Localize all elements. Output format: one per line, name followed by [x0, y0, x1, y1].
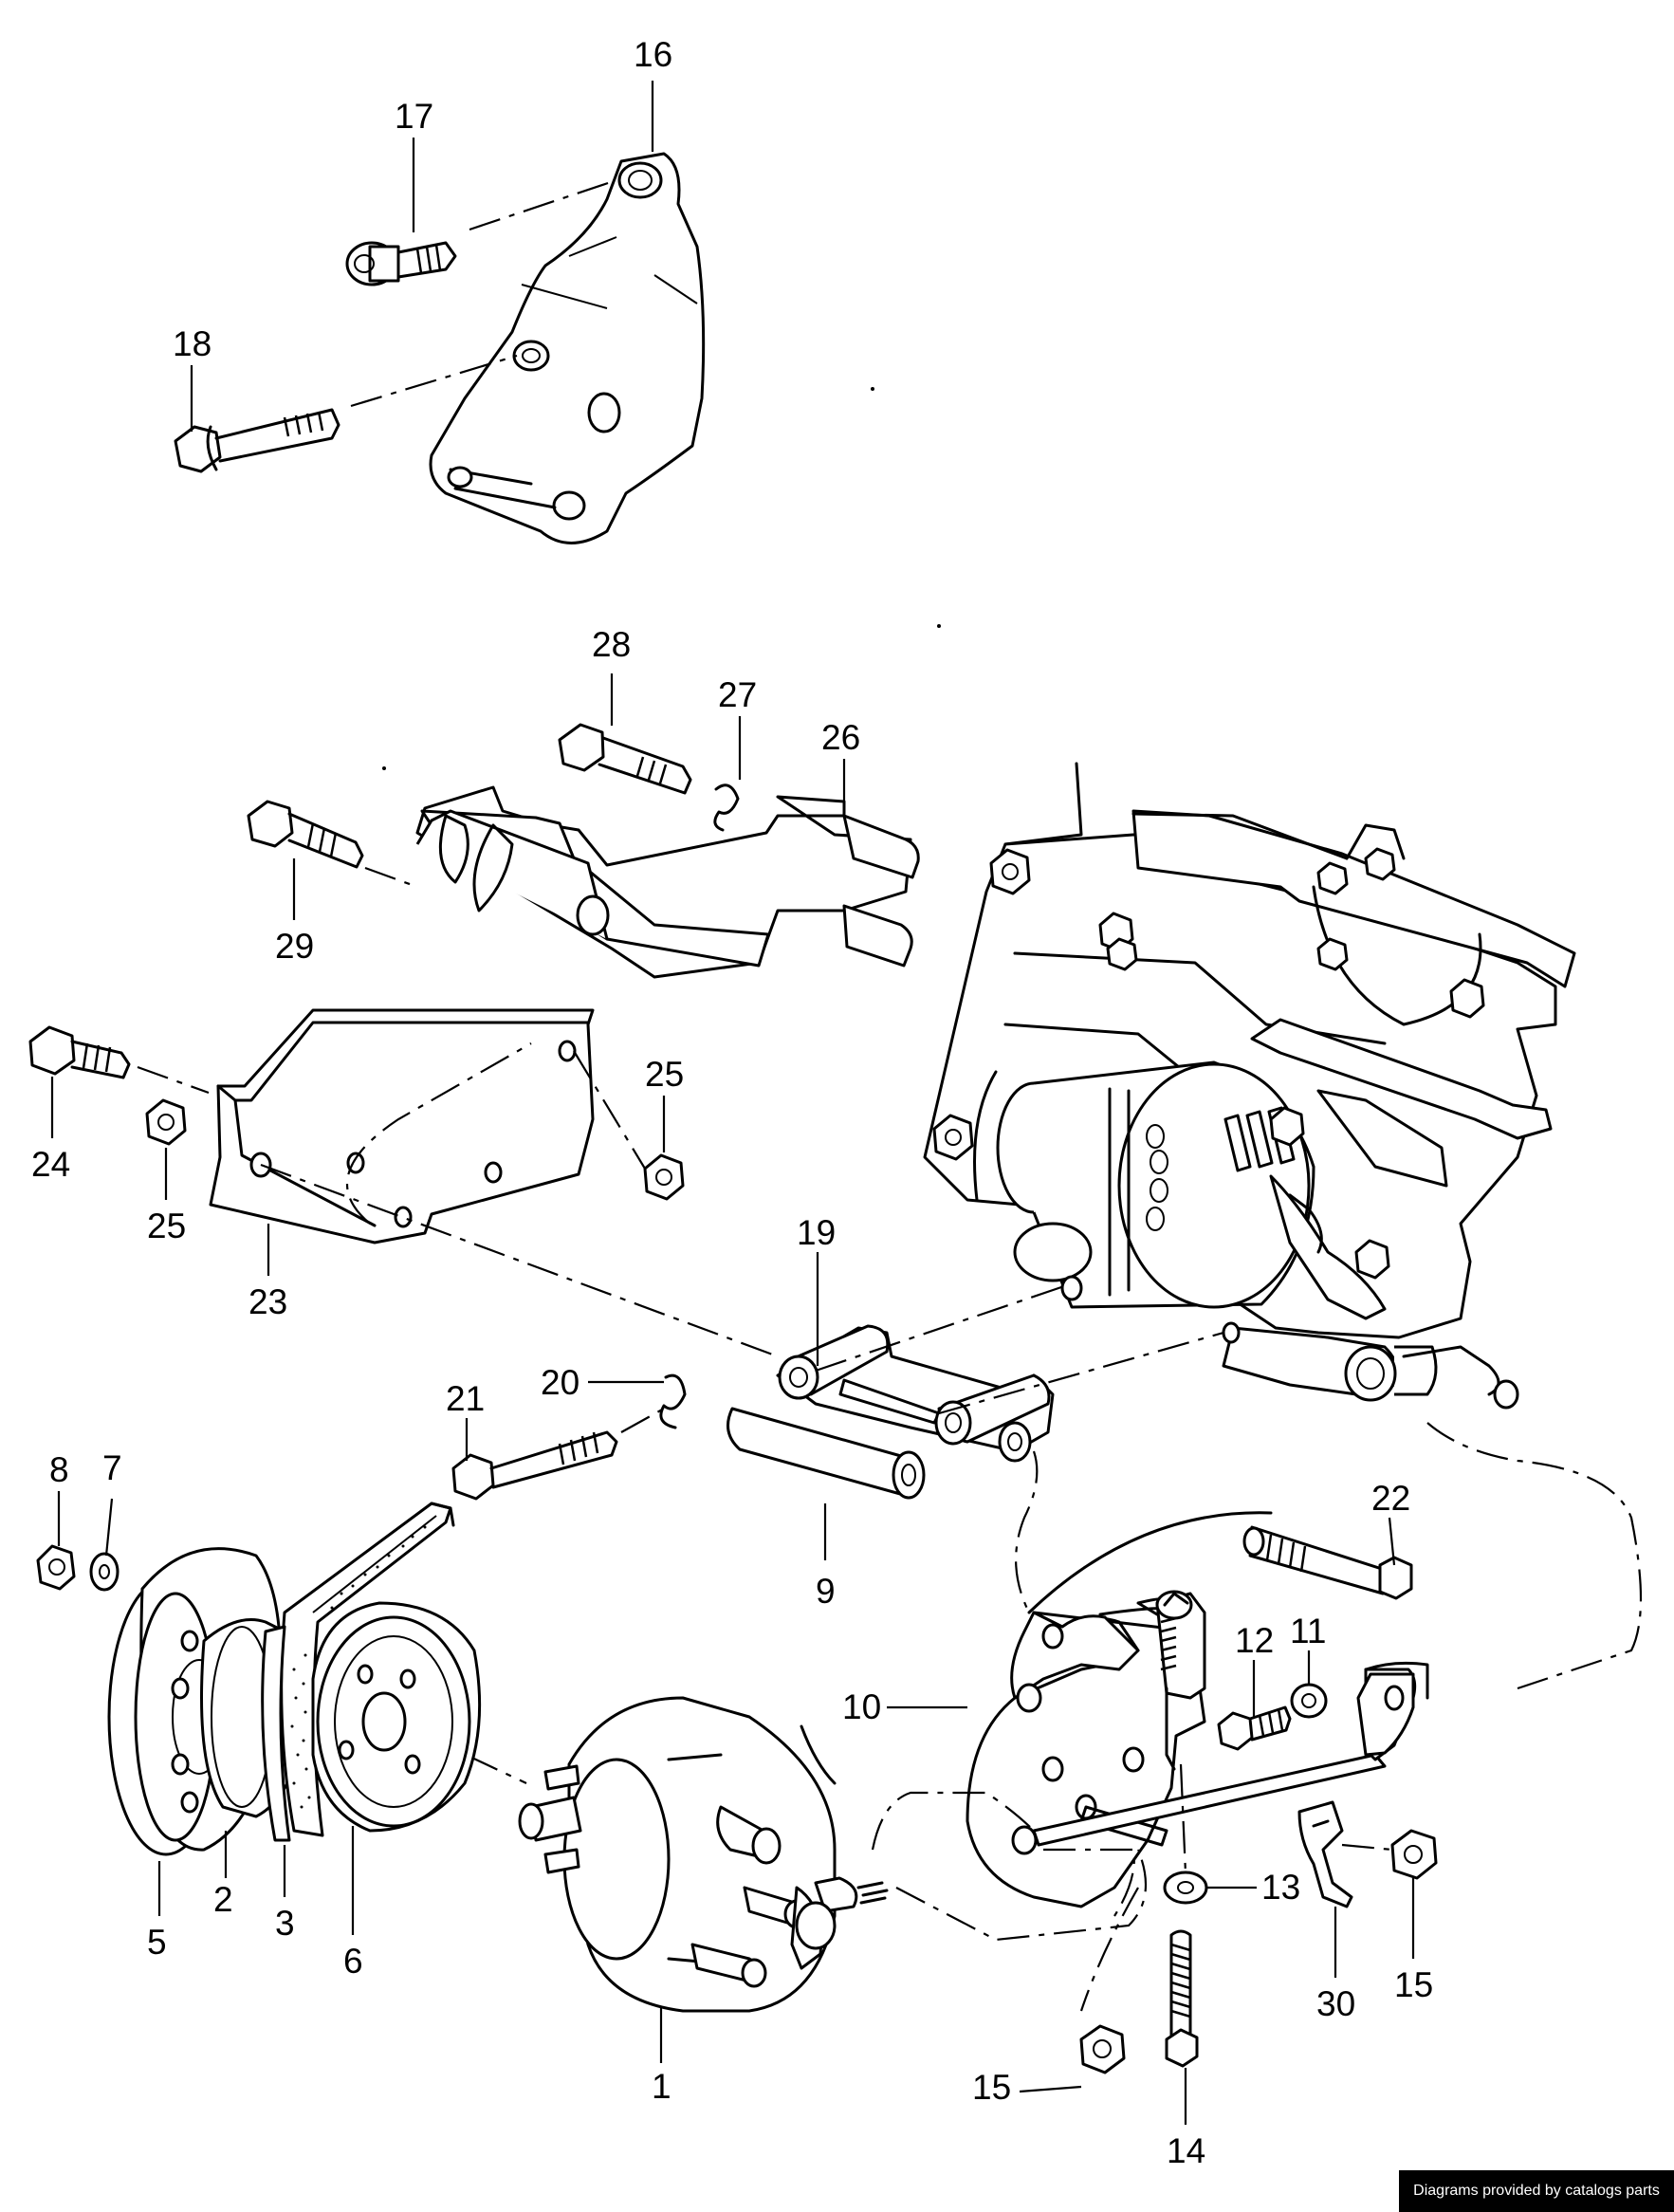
bracket-plate-23	[209, 1008, 595, 1244]
callout-1: 1	[652, 2067, 671, 2106]
socket-head-bolt-17	[345, 241, 457, 286]
callout-20: 20	[541, 1363, 579, 1402]
callout-30: 30	[1316, 1984, 1355, 2023]
callout-13: 13	[1261, 1868, 1300, 1907]
callout-15-right: 15	[1394, 1965, 1433, 2004]
hex-bolt-12	[1217, 1705, 1292, 1751]
callout-14: 14	[1167, 2131, 1205, 2170]
clip-30	[1297, 1800, 1353, 1908]
hex-bolt-18	[174, 408, 340, 473]
washer-7	[89, 1552, 120, 1592]
hex-bolt-28	[558, 723, 692, 795]
callout-9: 9	[816, 1572, 836, 1611]
washer-11	[1290, 1683, 1328, 1719]
callout-18: 18	[173, 324, 212, 363]
hex-nut-15-bottom	[1079, 2024, 1126, 2074]
callout-25-left: 25	[147, 1207, 186, 1245]
leader-lines	[50, 81, 1415, 2125]
upper-mounting-bracket	[429, 152, 706, 544]
callout-6: 6	[343, 1942, 363, 1981]
engine-block-assembly	[923, 762, 1576, 1410]
callout-3: 3	[275, 1904, 295, 1943]
callout-labels: 16 17 18 28 27 26 29 24 25 25 23 19 20 2…	[31, 35, 1433, 2170]
hex-nut-25-left	[145, 1098, 187, 1146]
lock-washer-20	[659, 1373, 687, 1429]
callout-25-right: 25	[645, 1055, 684, 1094]
callout-12: 12	[1235, 1621, 1274, 1660]
adjusting-rod	[1032, 1661, 1429, 1847]
callout-15-bottom: 15	[972, 2068, 1011, 2107]
hex-bolt-21	[451, 1430, 618, 1501]
callout-22: 22	[1371, 1479, 1410, 1518]
spacer-tube-9	[727, 1407, 926, 1500]
callout-28: 28	[592, 625, 631, 664]
hex-bolt-29	[247, 800, 364, 869]
callout-26: 26	[821, 718, 860, 757]
stud-bolt-14	[1165, 1929, 1199, 2068]
drive-belt-3	[261, 1502, 455, 1842]
callout-16: 16	[634, 35, 672, 74]
callout-19: 19	[797, 1213, 836, 1252]
support-bracket-26	[415, 785, 920, 979]
compressor-1	[518, 1696, 889, 2013]
pulley-6	[311, 1601, 482, 1833]
washer-13	[1163, 1871, 1208, 1905]
adjusting-bracket-10	[966, 1511, 1273, 1908]
callout-10: 10	[842, 1687, 881, 1726]
callout-17: 17	[395, 97, 433, 136]
callout-27: 27	[718, 675, 757, 714]
callout-21: 21	[446, 1379, 485, 1418]
callout-11: 11	[1290, 1612, 1326, 1650]
hex-bolt-22	[1242, 1525, 1413, 1600]
tension-spring-stud	[1155, 1590, 1206, 1771]
hex-nut-15-right	[1390, 1829, 1438, 1880]
callout-29: 29	[275, 927, 314, 966]
callout-24: 24	[31, 1145, 70, 1184]
callout-8: 8	[49, 1450, 69, 1489]
credit-banner: Diagrams provided by catalogs parts	[1399, 2170, 1674, 2212]
hex-bolt-24	[28, 1025, 131, 1079]
hex-nut-8	[36, 1544, 76, 1591]
lock-washer-27	[713, 783, 740, 832]
callout-23: 23	[248, 1282, 287, 1321]
callout-5: 5	[147, 1923, 167, 1962]
hex-nut-25-right	[643, 1153, 685, 1201]
callout-7: 7	[102, 1448, 122, 1487]
callout-2: 2	[213, 1880, 233, 1919]
pivot-bracket-19	[776, 1324, 1055, 1463]
